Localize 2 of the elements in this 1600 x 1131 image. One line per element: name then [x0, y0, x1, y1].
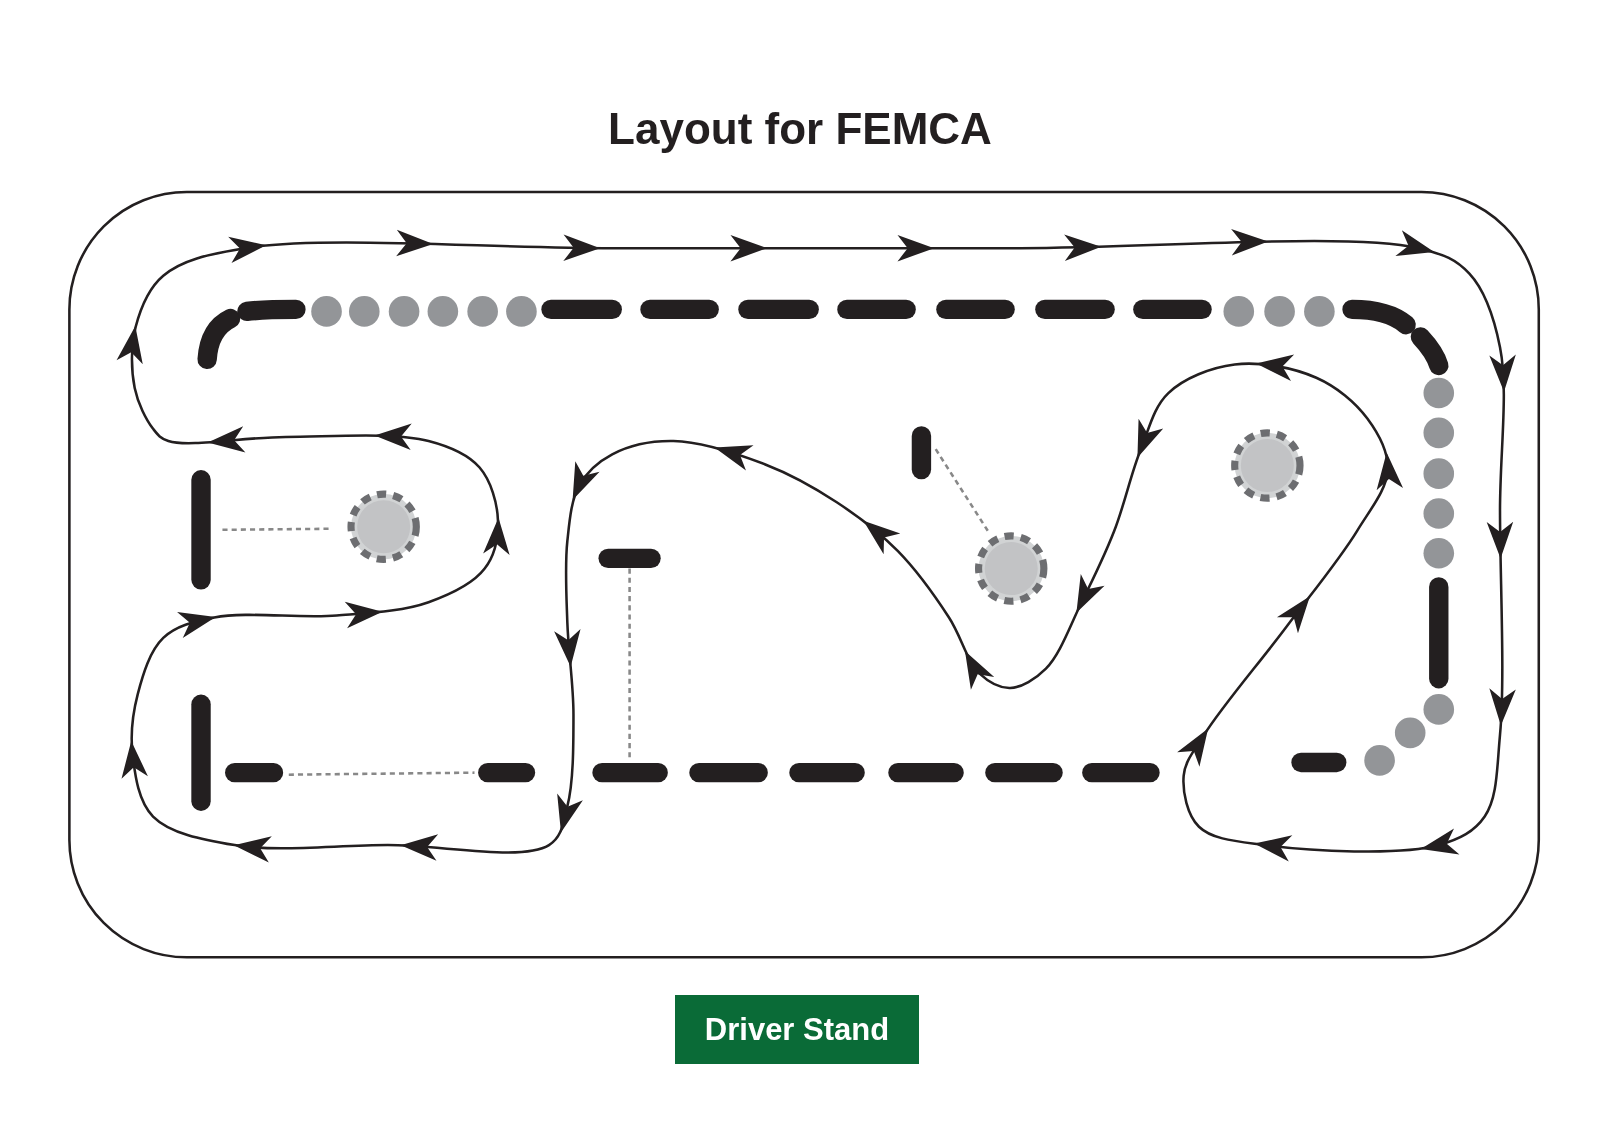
title: Layout for FEMCA — [608, 104, 992, 154]
driver-stand-box: Driver Stand — [675, 995, 919, 1064]
